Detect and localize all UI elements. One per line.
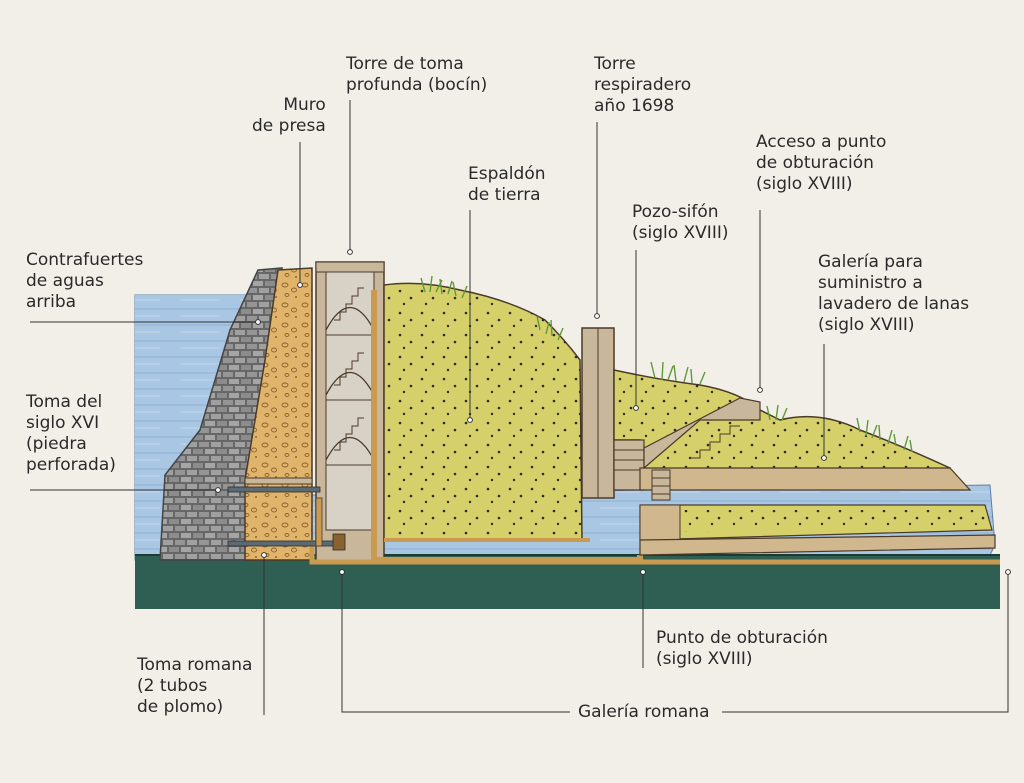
roman-gallery-channel [309, 540, 1000, 565]
supply-gallery [639, 467, 972, 491]
label-galeria-romana: Galería romana [578, 702, 710, 722]
label-punto-obturacion: Punto de obturación (siglo XVIII) [656, 628, 828, 669]
siphon-pit [613, 439, 645, 491]
label-toma-romana: Toma romana (2 tubos de plomo) [137, 655, 253, 717]
grass-tufts [420, 275, 913, 453]
label-contrafuertes: Contrafuertes de aguas arriba [26, 250, 144, 312]
label-acceso: Acceso a punto de obturación (siglo XVII… [756, 132, 887, 194]
label-galeria-suministro: Galería para suministro a lavadero de la… [818, 252, 970, 335]
label-muro-presa: Muro de presa [252, 95, 326, 136]
label-torre-toma: Torre de toma profunda (bocín) [346, 54, 488, 95]
xvi-intake-pipe [227, 486, 321, 493]
label-espaldon: Espaldón de tierra [468, 164, 546, 205]
leader-lines [30, 100, 1011, 715]
label-torre-respiradero: Torre respiradero año 1698 [594, 54, 692, 116]
label-toma-xvi: Toma del siglo XVI (piedra perforada) [26, 392, 116, 475]
label-pozo-sifon: Pozo-sifón (siglo XVIII) [632, 202, 729, 243]
